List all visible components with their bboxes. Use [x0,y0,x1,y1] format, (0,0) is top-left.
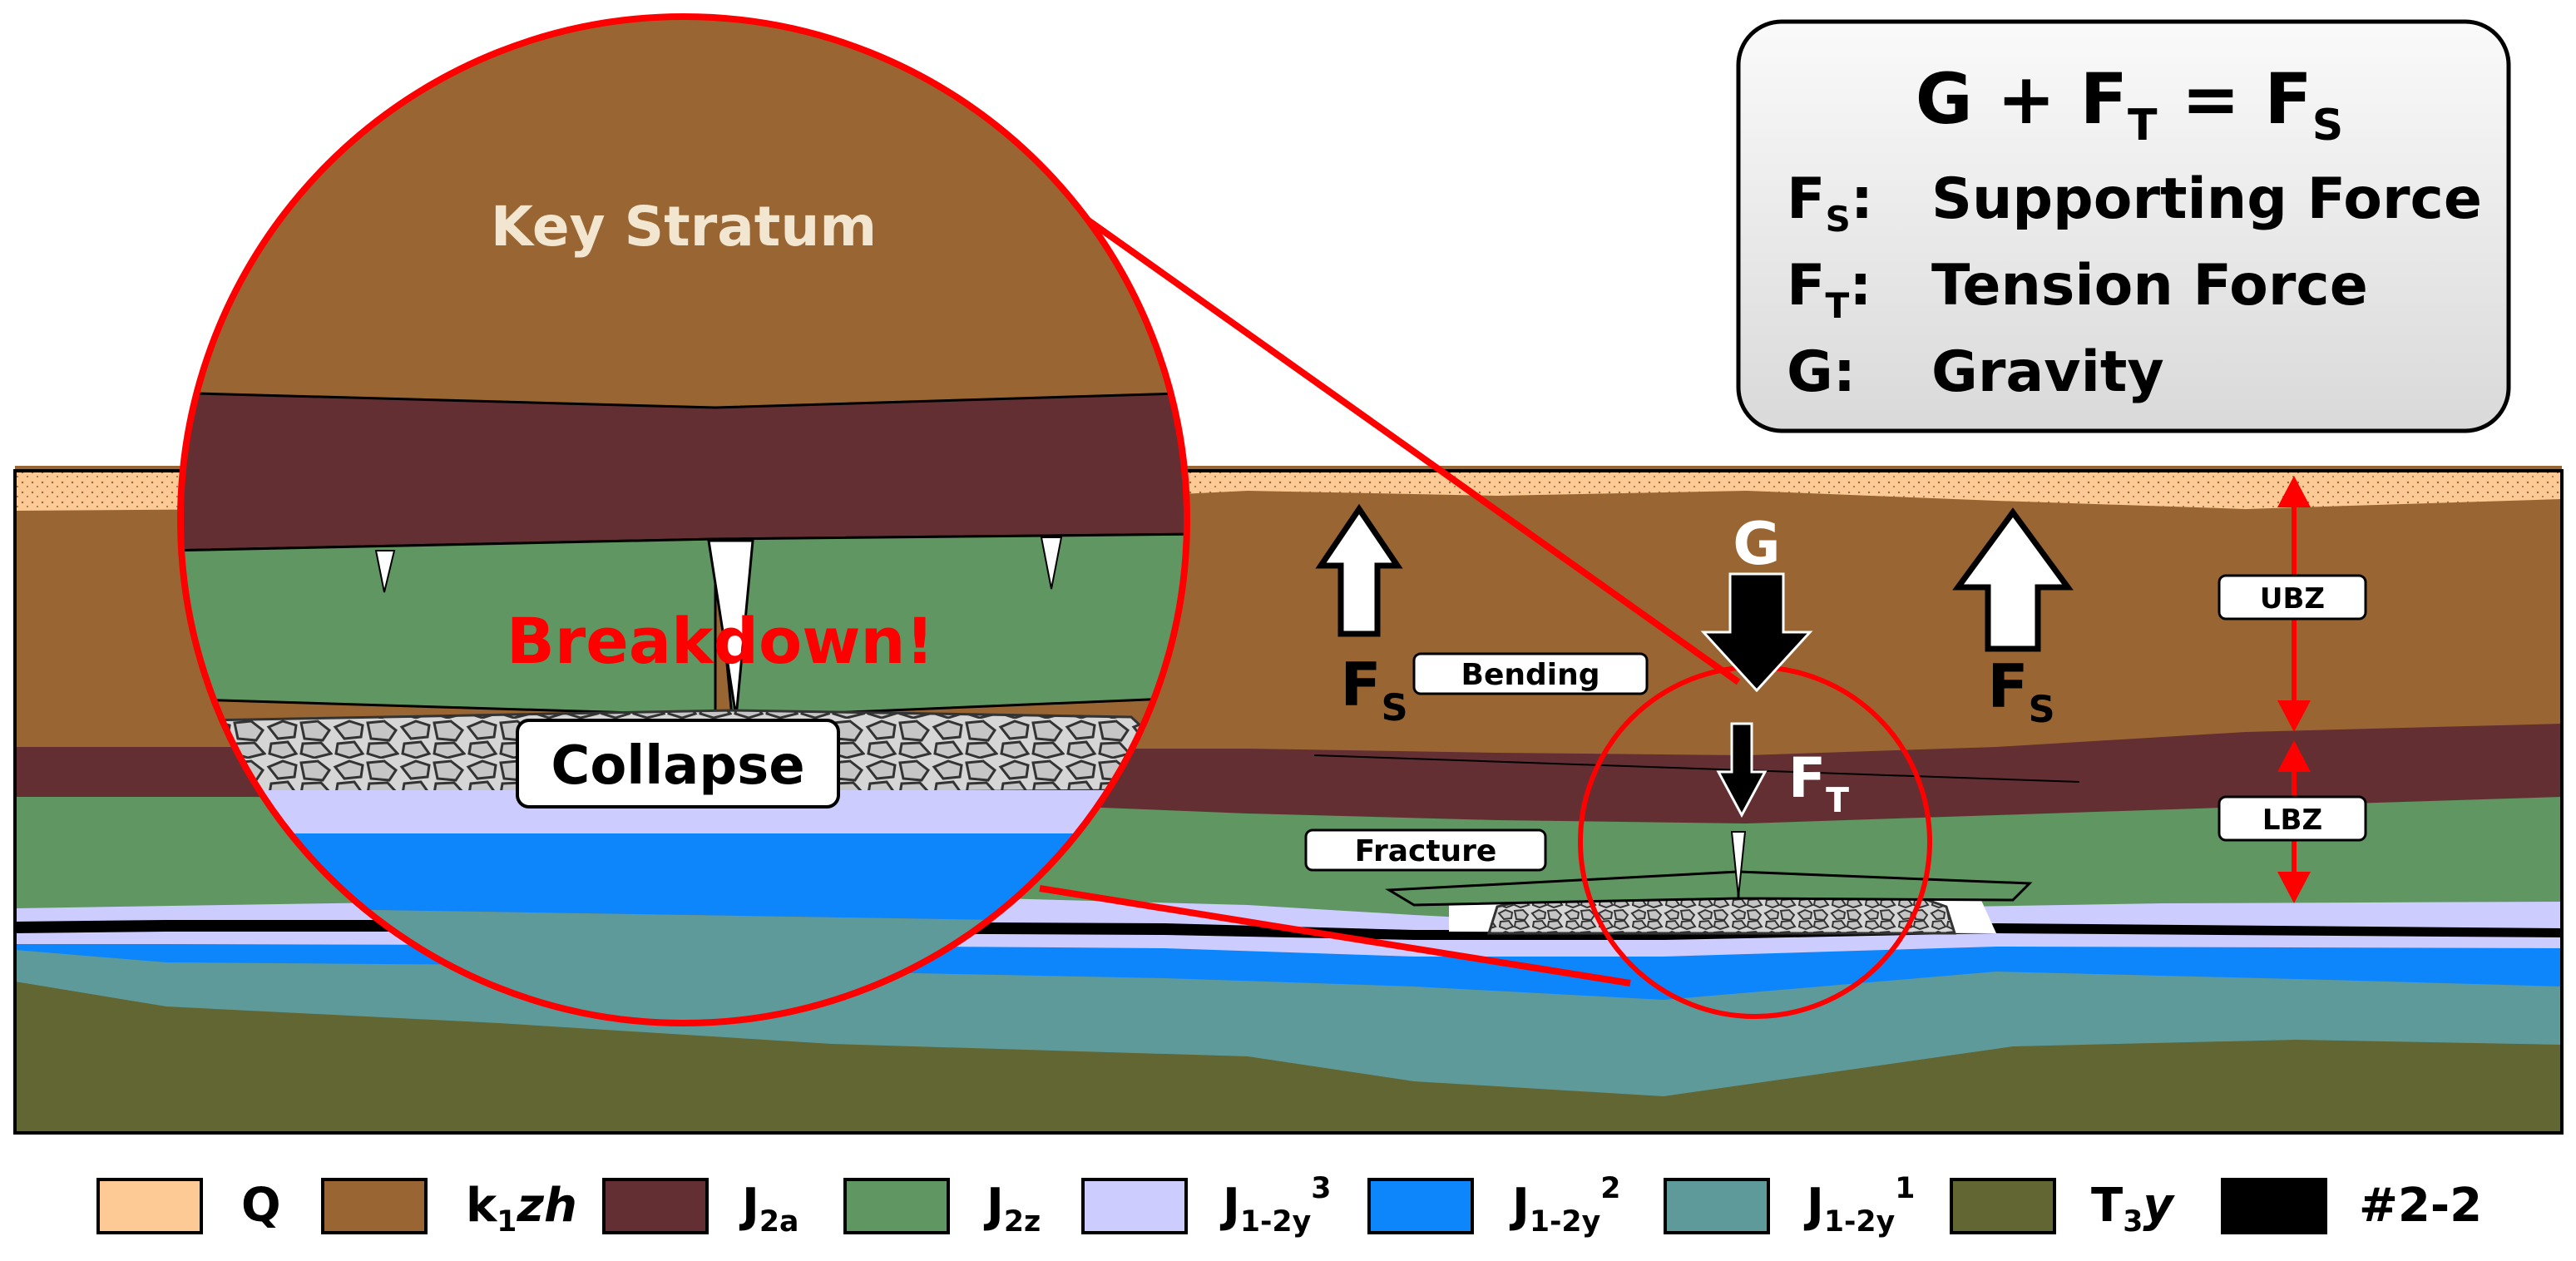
formula-row-fs-desc: Supporting Force [1931,166,2482,232]
formula-row-ft-symbol: FT: [1787,253,1871,326]
fs-left-label: FS [1340,650,1407,729]
legend-swatch-q [96,1178,203,1234]
collapse-tag [516,719,840,809]
legend-label-j12y2: J1-2y2 [1509,1172,1620,1239]
mag-crack-right [1040,537,1063,590]
fs-arrow-left [1315,503,1403,637]
legend-swatch-j12y1 [1664,1178,1770,1234]
formula-row-ft-desc: Tension Force [1931,253,2368,319]
legend-swatch-j12y3 [1081,1178,1188,1234]
legend-label-j12y3: J1-2y3 [1219,1172,1331,1239]
legend-label-coal: #2-2 [2359,1179,2482,1233]
formula-equation: G + FT = FS [1916,58,2344,151]
formula-row-g-symbol: G: [1787,339,1856,405]
fracture-tag [1304,828,1547,872]
legend-swatch-j2z [843,1178,950,1234]
g-arrow [1700,572,1813,693]
bending-separation-line [1313,754,2080,783]
legend-label-j2a: J2a [739,1179,799,1239]
bending-tag [1412,652,1649,695]
lbz-tag [2218,795,2367,842]
ubz-label: UBZ [2260,582,2325,616]
ft-label: FT [1788,746,1849,820]
legend-swatch-coal [2221,1178,2327,1234]
bending-label: Bending [1461,658,1600,692]
formula-box: G + FT = FS FS: Supporting Force FT: Ten… [1736,19,2511,433]
fracture-label: Fracture [1355,834,1497,868]
lbz-label: LBZ [2262,804,2322,837]
mag-j2a [180,391,1187,552]
ft-arrow [1716,722,1768,818]
formula-row-fs-symbol: FS: [1787,166,1873,240]
legend-label-t3y: T3y [2091,1179,2175,1239]
fracture-crack [1730,831,1747,898]
legend-label-q: Q [241,1179,281,1233]
zoom-line-lower [1039,885,1631,987]
collapse-label: Collapse [551,735,804,797]
section-frame [13,469,2564,1135]
legend-label-k1zh: k1zh [466,1179,577,1239]
fs-arrow-right [1952,507,2074,652]
legend-label-j2z: J2z [983,1179,1041,1239]
formula-row-g-desc: Gravity [1931,339,2164,405]
breakdown-label: Breakdown! [507,604,934,678]
mag-j12y2 [180,833,1187,923]
legend-swatch-k1zh [321,1178,428,1234]
ubz-tag [2218,574,2367,621]
zoom-line-upper [1047,190,1741,685]
magnified-view [177,13,1932,1026]
mag-crack-left [374,550,396,593]
legend-label-j12y1: J1-2y1 [1803,1172,1915,1239]
legend-swatch-j2a [602,1178,709,1234]
legend-swatch-j12y2 [1367,1178,1474,1234]
key-stratum-label: Key Stratum [491,195,877,259]
fs-right-label: FS [1987,651,2054,731]
magnifier-circle [177,13,1190,1026]
legend-swatch-t3y [1950,1178,2056,1234]
legend: Q k1zh J2a J2z J1-2y3 J1-2y2 J1-2y1 T3y … [96,1172,2482,1239]
g-label: G [1733,510,1780,578]
mag-crack-center [707,539,754,718]
